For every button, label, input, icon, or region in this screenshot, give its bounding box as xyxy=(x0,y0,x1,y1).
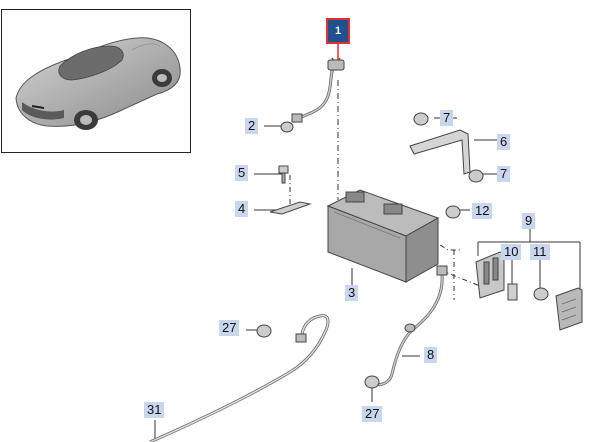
callout-31[interactable]: 31 xyxy=(144,402,165,418)
part-5-bolt xyxy=(278,165,289,184)
callout-27-bottom[interactable]: 27 xyxy=(362,406,383,422)
part-11-nut xyxy=(533,287,549,301)
bracket-9 xyxy=(477,228,581,290)
callout-1[interactable]: 1 xyxy=(326,18,350,44)
part-7-nut-lower xyxy=(468,169,484,183)
callout-4[interactable]: 4 xyxy=(235,201,249,217)
part-27-nut-left xyxy=(256,324,272,338)
part-1-battery-cable xyxy=(291,59,345,123)
car-silhouette-icon xyxy=(15,37,181,130)
part-4-clamp xyxy=(269,201,312,215)
part-27-nut-bottom xyxy=(364,375,380,389)
callout-5[interactable]: 5 xyxy=(235,165,249,181)
part-3-battery xyxy=(326,189,440,283)
part-10-fuse xyxy=(507,283,518,301)
callout-12[interactable]: 12 xyxy=(472,203,493,219)
callout-7-upper[interactable]: 7 xyxy=(440,110,454,126)
callout-8[interactable]: 8 xyxy=(424,347,438,363)
callout-6[interactable]: 6 xyxy=(497,134,511,150)
callout-2[interactable]: 2 xyxy=(245,118,259,134)
callout-27-left[interactable]: 27 xyxy=(219,320,240,336)
vehicle-thumbnail xyxy=(1,9,191,153)
part-7-nut-upper xyxy=(413,112,429,126)
part-8-ground-cable xyxy=(375,265,448,386)
part-12-nut xyxy=(445,205,461,219)
callout-7-lower[interactable]: 7 xyxy=(497,166,511,182)
part-2-nut xyxy=(280,121,294,133)
callout-9[interactable]: 9 xyxy=(522,213,536,229)
callout-10[interactable]: 10 xyxy=(501,244,522,260)
part-31-long-cable xyxy=(149,314,330,442)
callout-3[interactable]: 3 xyxy=(345,285,359,301)
part-6-bracket xyxy=(409,129,471,175)
part-9-module xyxy=(555,287,583,331)
part-9-fuse-assembly xyxy=(475,251,505,299)
callout-11[interactable]: 11 xyxy=(530,244,550,260)
